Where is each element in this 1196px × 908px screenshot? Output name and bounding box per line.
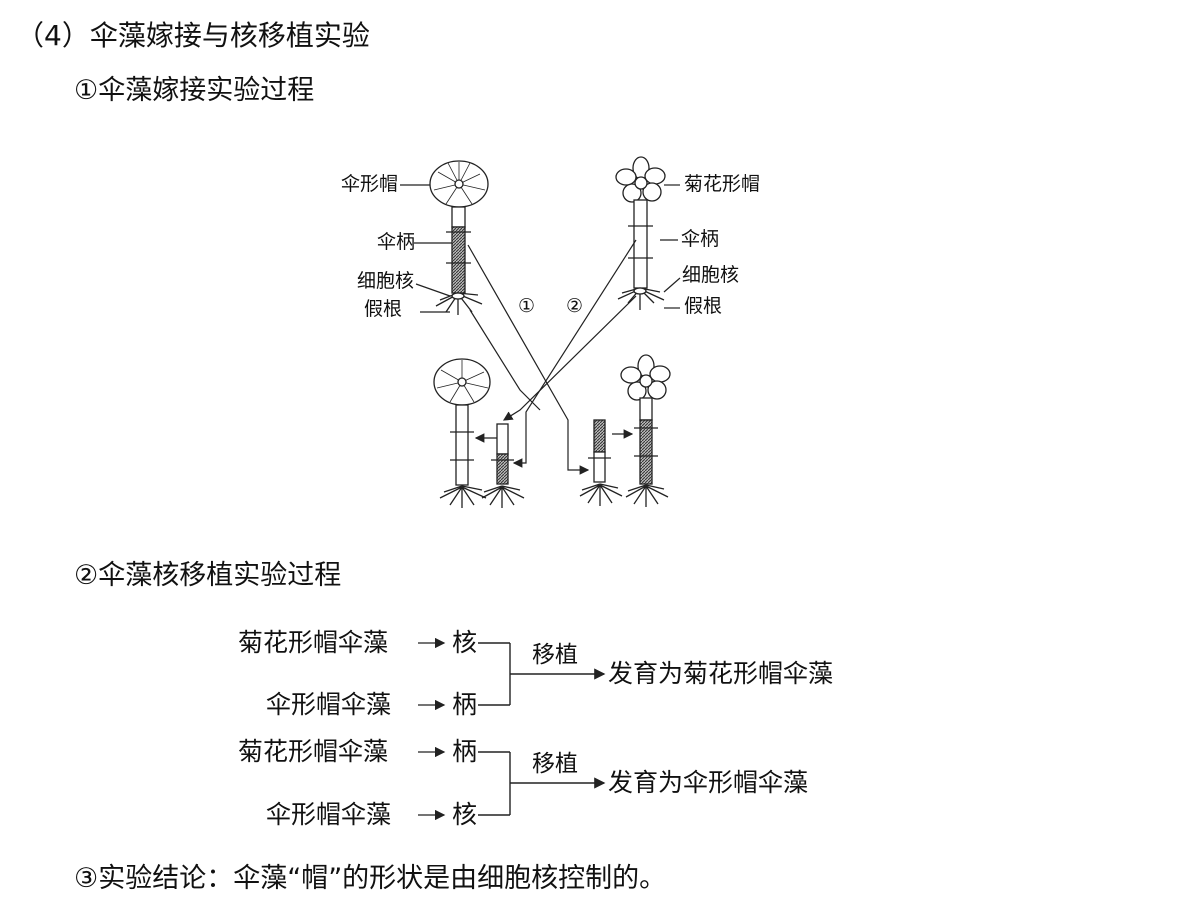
g1-action: 移植 [532, 642, 578, 668]
step1-heading: ①伞藻嫁接实验过程 [74, 75, 315, 106]
label-nucleus-left: 细胞核 [357, 270, 415, 292]
g2-row1-part: 柄 [452, 737, 478, 766]
transplant-bracket-2 [478, 751, 606, 816]
g1-result: 发育为菊花形帽伞藻 [608, 659, 834, 688]
path-2-label: ② [566, 295, 584, 317]
g2-action: 移植 [532, 751, 578, 777]
label-rhizoid-right: 假根 [684, 295, 723, 317]
path-1-label: ① [518, 295, 536, 317]
result-umbrella-plant [433, 358, 491, 508]
step3-conclusion: ③实验结论：伞藻“帽”的形状是由细胞核控制的。 [74, 863, 667, 894]
g1-row2-source: 伞形帽伞藻 [266, 690, 392, 719]
chrysanthemum-cap-plant-top [615, 156, 666, 310]
section-title: （4）伞藻嫁接与核移植实验 [16, 19, 370, 52]
umbrella-cap-plant-top [429, 160, 489, 315]
g1-row1-part: 核 [452, 628, 478, 657]
g2-row1-source: 菊花形帽伞藻 [238, 737, 389, 766]
result-chrysanthemum-plant [620, 354, 671, 507]
g1-row1-source: 菊花形帽伞藻 [238, 628, 389, 657]
label-chrysanthemum-cap: 菊花形帽 [684, 173, 761, 195]
g1-row2-part: 柄 [452, 690, 478, 719]
label-nucleus-right: 细胞核 [682, 264, 740, 286]
label-stalk-right: 伞柄 [681, 228, 720, 250]
graft-stump-left [481, 423, 525, 508]
label-umbrella-cap: 伞形帽 [341, 173, 399, 195]
step2-heading: ②伞藻核移植实验过程 [74, 560, 342, 591]
g2-row2-source: 伞形帽伞藻 [266, 800, 392, 829]
transplant-bracket-1 [478, 642, 606, 706]
label-stalk-left: 伞柄 [377, 231, 416, 253]
g2-row2-part: 核 [452, 800, 478, 829]
g2-result: 发育为伞形帽伞藻 [608, 768, 809, 797]
label-rhizoid-left: 假根 [364, 298, 403, 320]
graft-stump-right [579, 419, 623, 506]
